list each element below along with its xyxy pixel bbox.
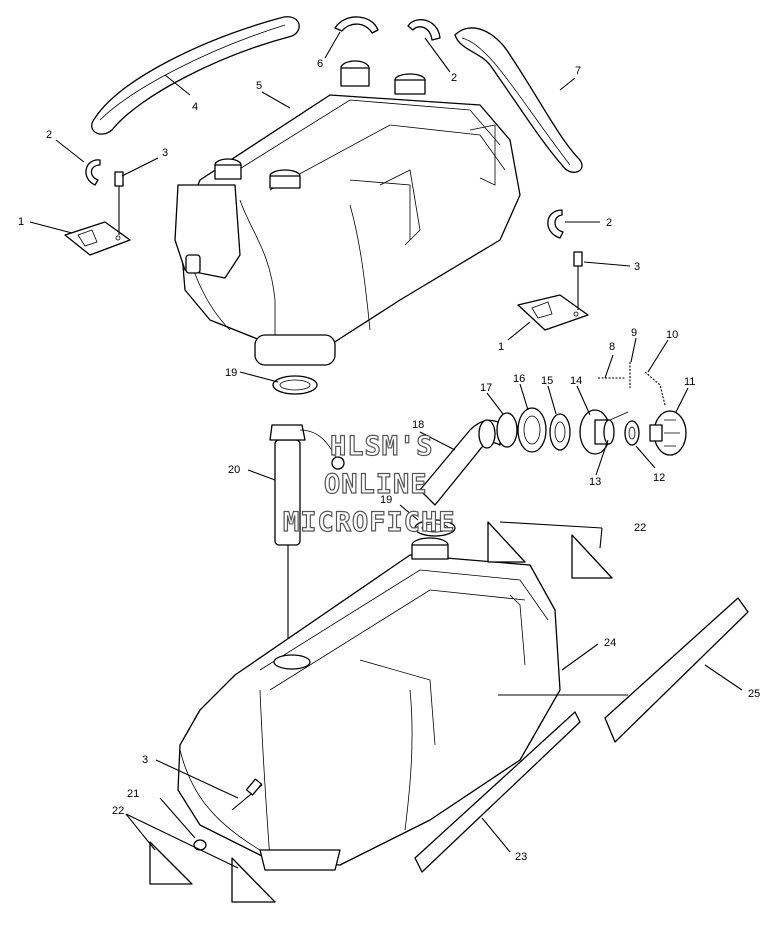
clip-2-left xyxy=(85,159,101,186)
callout-2-left: 2 xyxy=(46,129,52,141)
callout-numbers: 1 2 3 4 5 6 2 7 2 3 1 8 9 10 11 12 13 14… xyxy=(18,58,760,863)
pad-22-lower-b xyxy=(231,857,276,903)
watermark-line-2: ONLINE xyxy=(324,469,428,500)
bracket-1-left xyxy=(64,221,131,256)
strap-left xyxy=(91,16,300,135)
callout-13: 13 xyxy=(589,476,601,488)
callout-9: 9 xyxy=(631,327,637,339)
callout-16: 16 xyxy=(513,373,525,385)
grommet-21 xyxy=(193,839,207,851)
callout-12: 12 xyxy=(653,472,665,484)
callout-22-upper: 22 xyxy=(634,522,646,534)
callout-19-lower: 19 xyxy=(380,494,392,506)
filler-neck-16 xyxy=(517,407,547,453)
clip-2-top xyxy=(407,19,441,41)
pad-22-upper-b xyxy=(571,534,613,579)
callout-2-top: 2 xyxy=(451,72,457,84)
bracket-1-right xyxy=(517,294,589,331)
screw-3-lower xyxy=(231,778,263,811)
callout-22-lower: 22 xyxy=(112,805,124,817)
screw-3-left xyxy=(114,171,124,235)
fuel-cap-11 xyxy=(649,410,687,456)
gasket-12 xyxy=(624,420,640,446)
clip-2-right xyxy=(547,209,564,239)
callout-2-right: 2 xyxy=(606,217,612,229)
ring-19-lower xyxy=(414,519,456,537)
callout-1-right: 1 xyxy=(498,341,504,353)
callout-21: 21 xyxy=(127,788,139,800)
callout-3-left: 3 xyxy=(162,147,168,159)
fuel-tank-lower xyxy=(177,537,561,871)
callout-10: 10 xyxy=(666,329,678,341)
callout-5: 5 xyxy=(256,80,262,92)
callout-3-lower: 3 xyxy=(142,754,148,766)
fuel-tank-upper xyxy=(174,60,521,366)
callout-19-upper: 19 xyxy=(225,367,237,379)
leader-lines xyxy=(29,31,743,869)
watermark-line-3: MICROFICHE xyxy=(283,507,456,538)
callout-24: 24 xyxy=(604,637,616,649)
clamp-17 xyxy=(496,412,518,448)
screw-3-right xyxy=(573,251,583,310)
callout-17: 17 xyxy=(480,382,492,394)
callout-14: 14 xyxy=(570,375,582,387)
filler-hose-18 xyxy=(419,419,501,506)
callout-11: 11 xyxy=(684,376,695,388)
callout-25: 25 xyxy=(748,688,760,700)
pad-22-upper-a xyxy=(487,521,526,563)
pad-22-lower-a xyxy=(149,841,193,885)
callout-6: 6 xyxy=(317,58,323,70)
callout-18: 18 xyxy=(412,419,424,431)
strip-25 xyxy=(604,597,749,743)
callout-4: 4 xyxy=(192,101,198,113)
fuel-sender-20 xyxy=(269,424,345,640)
watermark: HLSM'S ONLINE MICROFICHE xyxy=(282,430,456,538)
callout-8: 8 xyxy=(609,341,615,353)
callout-23: 23 xyxy=(515,851,527,863)
callout-3-right: 3 xyxy=(634,261,640,273)
callout-20: 20 xyxy=(228,464,240,476)
callout-1-left: 1 xyxy=(18,216,24,228)
tether-8-9-10 xyxy=(598,362,666,421)
callout-7: 7 xyxy=(575,65,581,77)
watermark-line-1: HLSM'S xyxy=(330,431,434,462)
filler-14 xyxy=(579,409,615,455)
ring-19-upper xyxy=(272,375,318,395)
gasket-15 xyxy=(549,413,571,451)
clip-6 xyxy=(334,16,379,34)
strap-right xyxy=(454,27,583,173)
strip-23 xyxy=(414,711,581,873)
callout-15: 15 xyxy=(541,375,553,387)
